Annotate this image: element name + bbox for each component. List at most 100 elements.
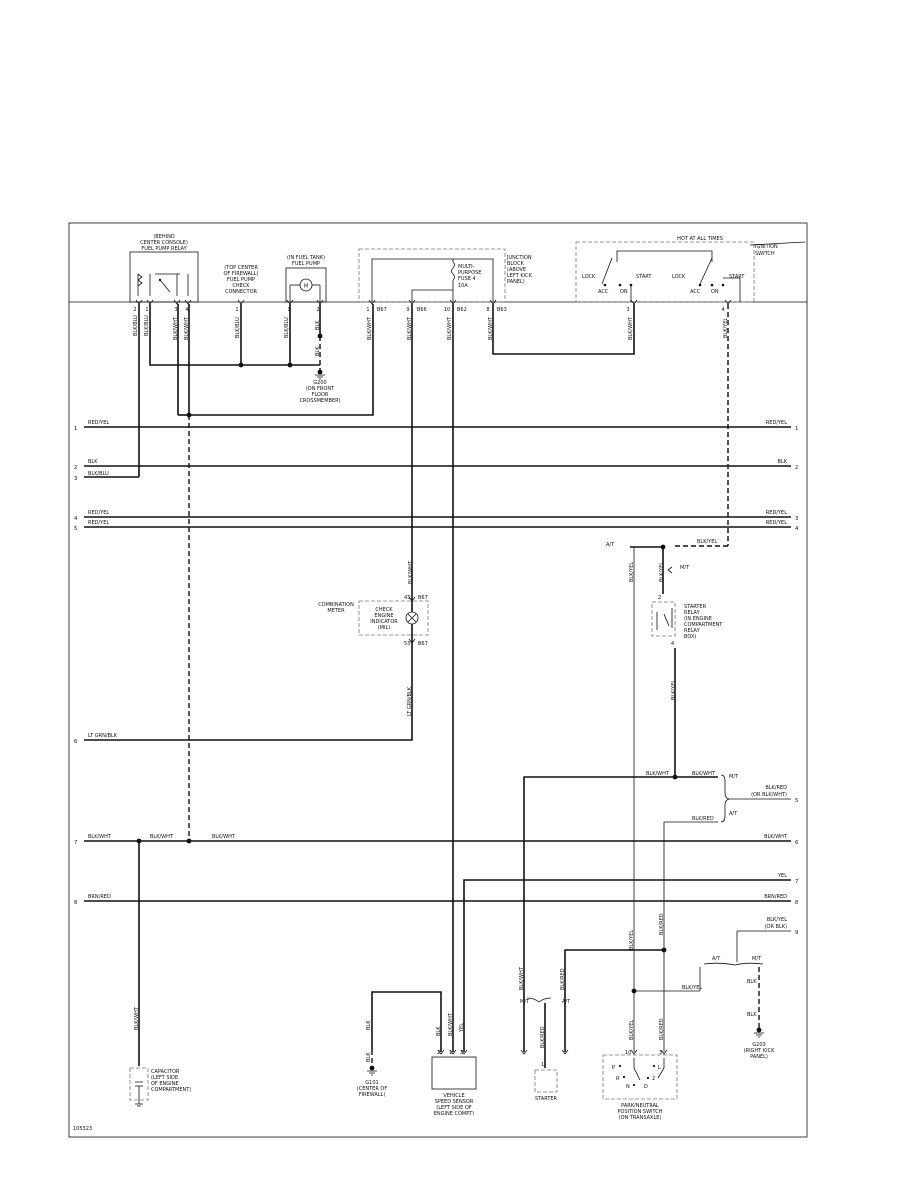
svg-text:FIREWALL): FIREWALL) [359,1092,386,1098]
check-pin: 1 [235,307,238,313]
fuel-pump-check-connector: (TOP CENTER OF FIREWALL) FUEL PUMP CHECK… [224,265,259,295]
svg-text:(LEFT SIDE: (LEFT SIDE [151,1075,178,1081]
ign-pin-4: 4 [721,307,724,313]
svg-text:HOT AT ALL TIMES: HOT AT ALL TIMES [677,236,723,242]
svg-text:BLK: BLK [88,459,98,465]
svg-text:BLK: BLK [436,1026,442,1036]
svg-text:BLK/YEL: BLK/YEL [682,985,702,991]
svg-text:2: 2 [133,307,136,313]
svg-text:CAPACITOR: CAPACITOR [151,1069,180,1075]
svg-text:FUEL PUMP: FUEL PUMP [292,261,320,267]
svg-text:BLK/BLU: BLK/BLU [133,315,139,336]
figure-id: 105323 [73,1126,92,1132]
svg-text:8: 8 [486,307,489,313]
svg-text:8: 8 [74,900,77,906]
svg-text:OF ENGINE: OF ENGINE [151,1081,179,1087]
svg-text:M/T: M/T [752,956,762,962]
svg-text:(ON FRONT: (ON FRONT [306,386,335,392]
svg-text:BLK/YEL: BLK/YEL [659,562,665,582]
svg-text:CONNECTOR: CONNECTOR [225,289,258,295]
svg-text:1: 1 [541,1062,544,1068]
svg-text:BLK/YEL: BLK/YEL [697,539,717,545]
upper-wire-labels: BLK/BLU BLK/BLU BLK/WHT BLK/WHT BLK/BLU … [133,315,729,584]
svg-text:ENGINE: ENGINE [374,613,393,619]
svg-text:POSITION SWITCH: POSITION SWITCH [618,1109,663,1115]
svg-text:FUEL PUMP: FUEL PUMP [227,277,255,283]
svg-text:1: 1 [145,307,148,313]
svg-text:B62: B62 [457,307,467,313]
svg-text:2: 2 [658,595,661,601]
svg-text:CHECK: CHECK [375,607,393,613]
svg-text:9: 9 [795,930,798,936]
svg-text:BLK/YEL: BLK/YEL [767,917,787,923]
svg-text:SWITCH: SWITCH [755,251,775,257]
svg-text:BLK/RED: BLK/RED [659,1018,665,1040]
svg-text:3: 3 [795,516,798,522]
svg-text:M/T: M/T [520,999,530,1005]
svg-text:BLK/WHT: BLK/WHT [88,834,112,840]
svg-text:B66: B66 [417,307,427,313]
svg-text:(OR BLK/WHT): (OR BLK/WHT) [751,792,787,798]
svg-text:(ON TRANSAXLE): (ON TRANSAXLE) [619,1115,662,1121]
svg-text:A/T: A/T [606,542,615,548]
svg-text:3: 3 [460,1050,463,1056]
svg-text:OF FIREWALL): OF FIREWALL) [224,271,259,277]
svg-text:BLK/YEL: BLK/YEL [629,562,635,582]
svg-text:LT GRN/BLK: LT GRN/BLK [88,733,118,739]
fuel-pump-relay: (BEHIND CENTER CONSOLE) FUEL PUMP RELAY [129,234,199,303]
svg-text:BLK/WHT: BLK/WHT [184,316,190,340]
pump-pin-2: 2 [316,307,319,313]
rail-1: 1 1 RED/YEL RED/YEL [74,420,798,432]
svg-text:BLK/RED: BLK/RED [659,913,665,935]
pump-pin-1: 1 [287,307,290,313]
svg-text:BLK/WHT: BLK/WHT [519,966,525,990]
svg-text:B67: B67 [377,307,387,313]
svg-text:BLK/WHT: BLK/WHT [134,1006,140,1030]
rail-8: 8 8 BRN/RED BRN/RED [74,894,798,906]
svg-text:2: 2 [652,1076,655,1082]
svg-text:4: 4 [795,526,799,532]
svg-text:A/T: A/T [712,956,721,962]
svg-text:BLOCK: BLOCK [507,261,524,267]
svg-text:BLK/WHT: BLK/WHT [212,834,236,840]
svg-text:RED/YEL: RED/YEL [766,520,787,526]
svg-text:4: 4 [74,516,78,522]
svg-text:BLK/WHT: BLK/WHT [488,316,494,340]
junction-block: JUNCTION BLOCK (ABOVE LEFT KICK PANEL) M… [358,248,533,303]
svg-text:BLK: BLK [366,1020,372,1030]
svg-text:PANEL): PANEL) [750,1054,768,1060]
svg-text:BLK: BLK [747,979,757,985]
svg-text:BLK/RED: BLK/RED [560,968,566,990]
svg-text:(IN ENGINE: (IN ENGINE [684,616,712,622]
svg-text:BLK/YEL: BLK/YEL [629,1020,635,1040]
svg-text:SPEED SENSOR: SPEED SENSOR [435,1099,474,1105]
svg-text:BLK/WHT: BLK/WHT [764,834,788,840]
svg-text:BLK: BLK [315,320,321,330]
svg-text:10: 10 [625,1050,631,1056]
svg-text:(IN FUEL TANK): (IN FUEL TANK) [287,255,325,261]
svg-text:JUNCTION: JUNCTION [506,255,532,261]
svg-text:CROSSMEMBER): CROSSMEMBER) [299,398,340,404]
svg-text:53: 53 [404,641,410,647]
svg-text:BLK/WHT: BLK/WHT [367,316,373,340]
svg-text:BLK/YEL: BLK/YEL [629,930,635,950]
svg-text:BLK/WHT: BLK/WHT [173,316,179,340]
svg-text:7: 7 [795,879,798,885]
svg-text:10: 10 [444,307,450,313]
svg-text:M/T: M/T [729,774,739,780]
svg-text:BLK/WHT: BLK/WHT [448,1012,454,1036]
svg-text:3: 3 [74,476,77,482]
svg-text:BLK/BLU: BLK/BLU [284,317,290,338]
rail-4: 4 3 RED/YEL RED/YEL [74,510,798,522]
vehicle-speed-sensor: BLK BLK/WHT YEL 2 1 3 VEHICLE SPEED SENS… [431,1012,477,1117]
svg-text:(MIL): (MIL) [378,625,391,631]
svg-text:MULTI-: MULTI- [458,264,475,270]
svg-text:BLK/BLU: BLK/BLU [88,471,109,477]
svg-text:1: 1 [74,426,77,432]
svg-text:STARTER: STARTER [684,604,707,610]
svg-text:BLK/WHT: BLK/WHT [692,771,716,777]
svg-text:N: N [626,1084,630,1090]
svg-text:LEFT KICK: LEFT KICK [507,273,533,279]
svg-text:P: P [612,1065,615,1071]
svg-text:START: START [729,274,745,280]
